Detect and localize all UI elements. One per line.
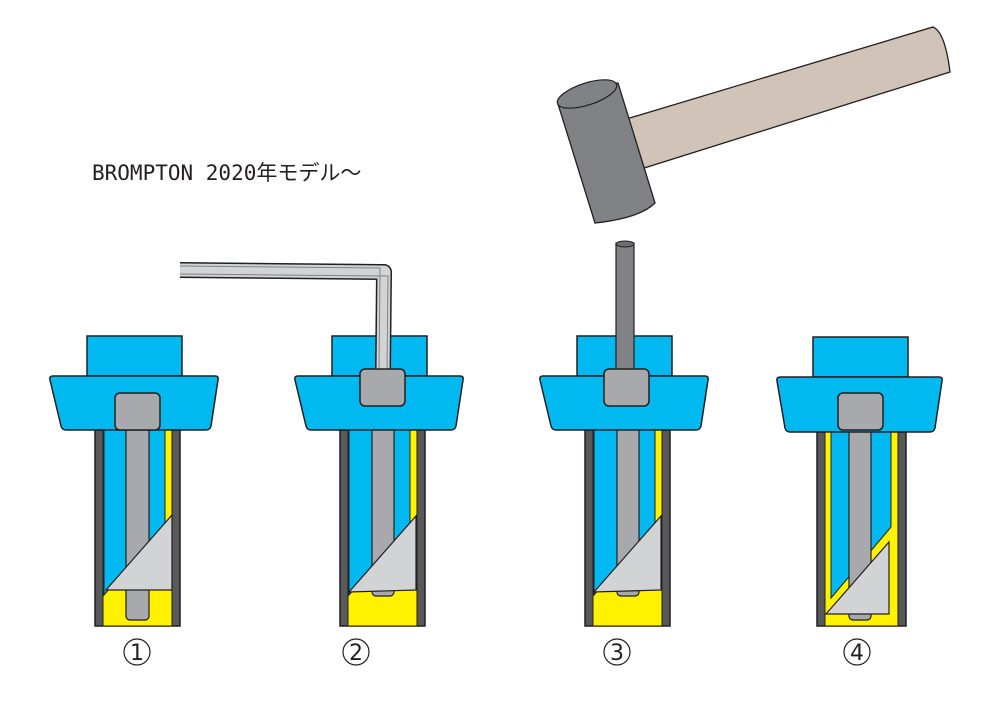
step-1-figure <box>49 335 219 627</box>
step-4-figure <box>776 336 943 627</box>
hammer-icon <box>556 26 951 224</box>
step-label-2: 2 <box>342 638 370 666</box>
wedge <box>104 513 173 591</box>
bolt-head <box>114 392 161 431</box>
hex-key <box>179 262 392 373</box>
wedge <box>824 540 890 615</box>
svg-text:2: 2 <box>349 641 363 666</box>
svg-text:3: 3 <box>610 641 624 666</box>
svg-text:4: 4 <box>850 641 864 666</box>
bolt-head <box>603 368 650 407</box>
svg-text:1: 1 <box>130 641 144 666</box>
punch-rod <box>615 240 635 376</box>
bolt-head <box>837 392 884 431</box>
bolt-head <box>359 368 406 407</box>
hammer-handle <box>622 26 951 170</box>
wedge <box>592 514 662 593</box>
step-label-1: 1 <box>123 638 151 666</box>
diagram-title: BROMPTON 2020年モデル〜 <box>92 161 361 185</box>
wedge <box>347 514 417 593</box>
step-label-4: 4 <box>843 638 871 666</box>
step-label-3: 3 <box>603 638 631 666</box>
